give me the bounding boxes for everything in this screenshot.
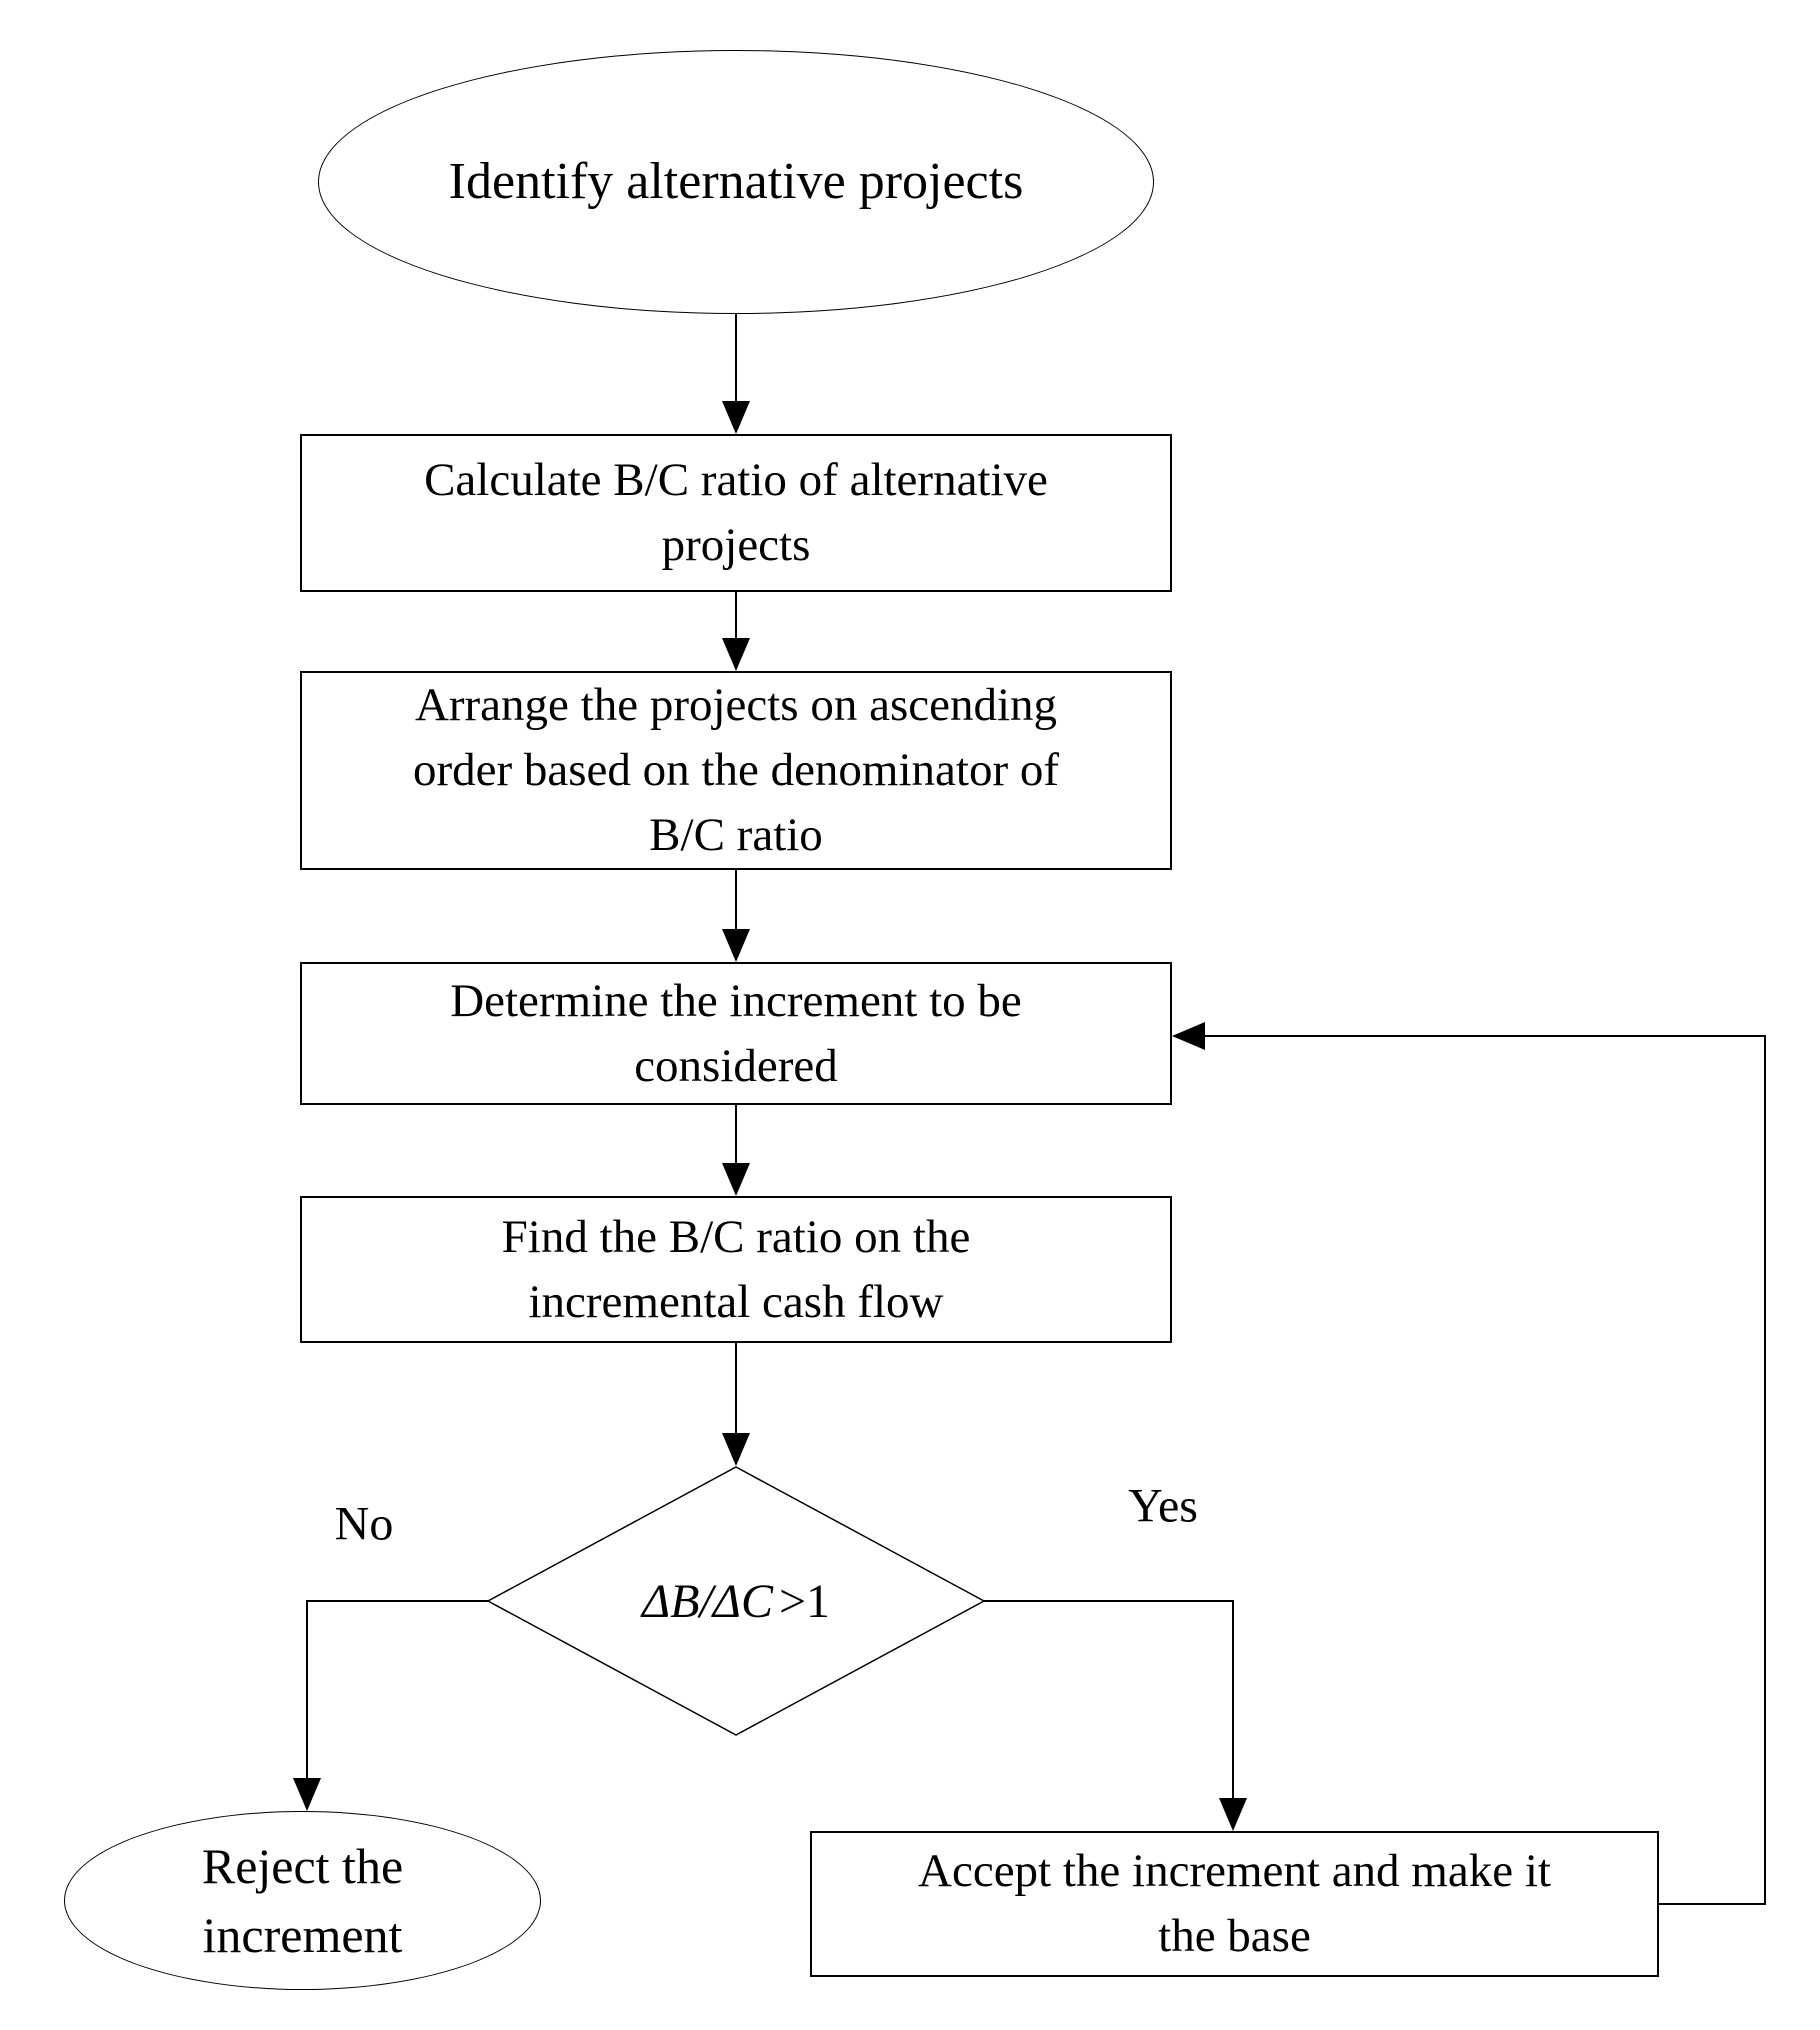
arrowhead-into-arrange [722, 638, 750, 671]
decision-expression: ΔB/ΔC [641, 1574, 773, 1628]
node-accept-increment: Accept the increment and make it the bas… [810, 1831, 1659, 1977]
node-arrange-label: Arrange the projects on ascending order … [412, 679, 1060, 861]
node-arrange-projects: Arrange the projects on ascending order … [300, 671, 1172, 870]
arrowhead-into-determine [722, 929, 750, 962]
node-determine-label: Determine the increment to be considered [450, 974, 1022, 1092]
node-find-incremental-bc-ratio: Find the B/C ratio on the incremental ca… [300, 1196, 1172, 1343]
node-calculate-label: Calculate B/C ratio of alternative proje… [424, 454, 1048, 571]
connector-accept-feedback-to-determine [1203, 1035, 1766, 1905]
decision-diamond-shape [486, 1466, 986, 1736]
decision-comparison: >1 [778, 1574, 831, 1628]
node-calculate-bc-ratio: Calculate B/C ratio of alternative proje… [300, 434, 1172, 592]
arrowhead-into-accept [1219, 1798, 1247, 1831]
arrowhead-feedback-into-determine [1172, 1022, 1205, 1050]
connector-decision-yes-to-accept [984, 1600, 1234, 1801]
node-reject-increment: Reject the increment [64, 1811, 541, 1990]
arrowhead-into-find [722, 1163, 750, 1196]
node-reject-label: Reject the increment [201, 1837, 404, 1963]
edge-label-yes: Yes [1128, 1479, 1198, 1533]
node-start-label: Identify alternative projects [448, 153, 1024, 211]
node-start-identify-projects: Identify alternative projects [318, 50, 1154, 314]
arrowhead-into-calculate [722, 401, 750, 434]
arrowhead-into-reject [293, 1778, 321, 1811]
node-determine-increment: Determine the increment to be considered [300, 962, 1172, 1105]
node-accept-label: Accept the increment and make it the bas… [918, 1845, 1551, 1962]
decision-condition-label: ΔB/ΔC>1 [536, 1551, 936, 1651]
connector-decision-no-to-reject [306, 1600, 488, 1781]
edge-label-no: No [334, 1497, 394, 1551]
node-find-label: Find the B/C ratio on the incremental ca… [501, 1210, 971, 1328]
arrowhead-into-decision [722, 1433, 750, 1466]
